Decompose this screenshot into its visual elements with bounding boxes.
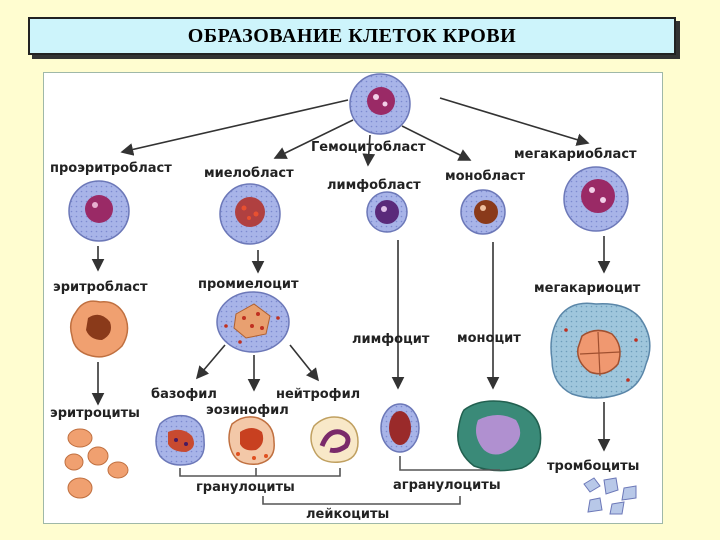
thrombocytes-group	[583, 477, 637, 515]
label-erythrocytes: эритроциты	[50, 406, 140, 421]
label-basophil: базофил	[151, 387, 217, 402]
title-banner: ОБРАЗОВАНИЕ КЛЕТОК КРОВИ	[28, 17, 676, 55]
label-promyelocyte: промиелоцит	[198, 277, 299, 292]
lymphoblast-cell	[366, 191, 408, 233]
bracket-granulocytes	[179, 468, 341, 477]
lymphocyte-cell	[380, 403, 420, 453]
label-proerythroblast: проэритробласт	[50, 161, 172, 176]
page-title: ОБРАЗОВАНИЕ КЛЕТОК КРОВИ	[187, 24, 517, 47]
arrow-to-basophil	[195, 344, 226, 380]
label-lymphocyte: лимфоцит	[352, 332, 430, 347]
label-granulocytes: гранулоциты	[196, 480, 295, 495]
arrow-to-myeloblast	[273, 119, 354, 159]
arrow-to-monoblast	[401, 125, 472, 161]
neutrophil-cell	[310, 416, 359, 463]
myeloblast-cell	[219, 183, 281, 245]
megakaryocyte-cell	[550, 302, 651, 399]
eosinophil-cell	[228, 416, 275, 465]
arrow-to-lymphoblast	[362, 134, 376, 167]
basophil-cell	[155, 414, 205, 466]
arrow-to-megakaryoblast	[439, 97, 590, 146]
monoblast-cell	[460, 189, 506, 235]
monocyte-cell	[457, 400, 542, 472]
label-agranulocytes: агранулоциты	[393, 478, 501, 493]
label-megakaryocyte: мегакариоцит	[534, 281, 641, 296]
arrow-to-neutrophil	[289, 344, 319, 382]
hemocytoblast-cell	[349, 73, 411, 135]
label-megakaryoblast: мегакариобласт	[514, 147, 637, 162]
arrow-to-proerythroblast	[120, 99, 349, 156]
label-monoblast: монобласт	[445, 169, 526, 184]
promyelocyte-cell	[216, 291, 290, 353]
label-neutrophil: нейтрофил	[276, 387, 360, 402]
label-eosinophil: эозинофил	[206, 403, 289, 418]
bracket-leukocytes	[262, 496, 461, 505]
label-thrombocytes: тромбоциты	[547, 459, 639, 474]
erythroblast-cell	[69, 300, 129, 358]
megakaryoblast-cell	[563, 166, 629, 232]
label-leukocytes: лейкоциты	[306, 507, 389, 522]
proerythroblast-cell	[68, 180, 130, 242]
label-erythroblast: эритробласт	[53, 280, 148, 295]
label-myeloblast: миелобласт	[204, 166, 294, 181]
label-lymphoblast: лимфобласт	[327, 178, 421, 193]
erythrocytes-group	[64, 428, 129, 499]
bracket-agranulocytes	[399, 456, 500, 471]
label-monocyte: моноцит	[457, 331, 521, 346]
